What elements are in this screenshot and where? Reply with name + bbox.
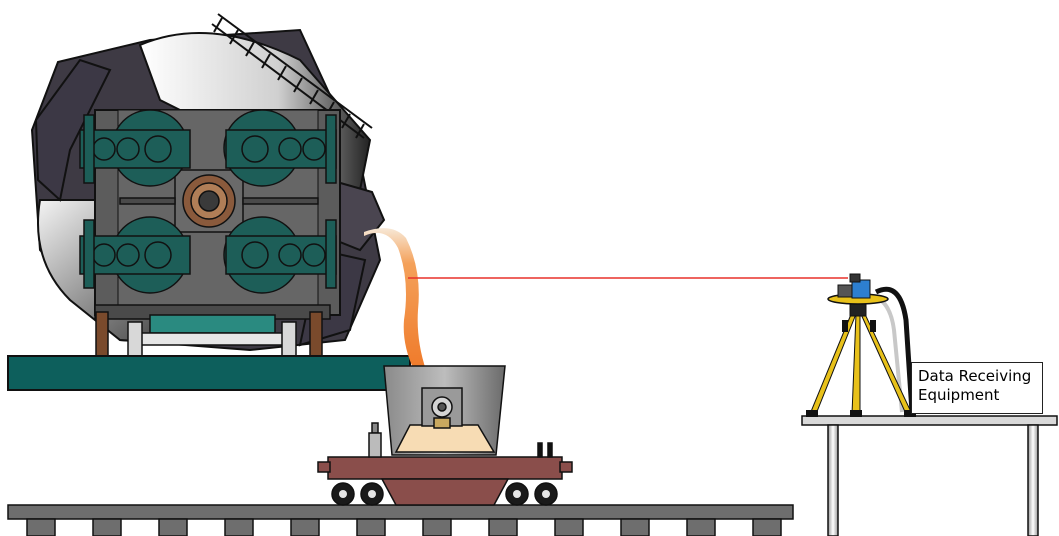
- converter-platform: [8, 356, 410, 390]
- equipment-table: [802, 416, 1057, 536]
- label-line-1: Data Receiving: [918, 367, 1042, 386]
- label-line-2: Equipment: [918, 386, 1042, 405]
- data-receiving-equipment-label: Data Receiving Equipment: [911, 362, 1043, 414]
- converter-vessel: [32, 14, 384, 356]
- rail-sleepers: [27, 519, 781, 536]
- railway-track: [8, 505, 793, 536]
- laser-sensor-tripod: [806, 274, 916, 417]
- converter-base: [95, 305, 330, 356]
